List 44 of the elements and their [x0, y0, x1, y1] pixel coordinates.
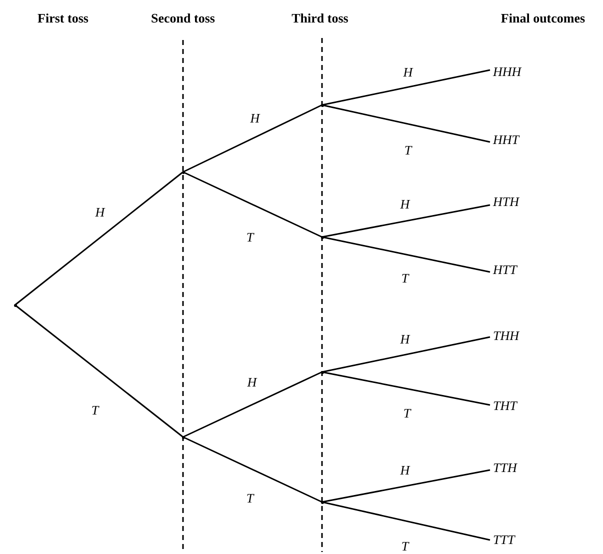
outcome-label: HTH [493, 195, 520, 208]
outcome-label: THH [493, 329, 520, 342]
branch-point [14, 304, 16, 306]
branch-line [322, 236, 490, 273]
branch-point [182, 170, 184, 174]
branch-point [320, 104, 324, 106]
branch-line [322, 104, 490, 143]
branch-line [322, 501, 490, 541]
edge-label: H [400, 198, 410, 210]
branch-line [322, 469, 490, 503]
outcome-label: HHT [493, 133, 520, 146]
branch-line [182, 436, 322, 503]
edge-label: H [403, 66, 413, 78]
edge-label: H [400, 464, 410, 476]
edge-label: H [250, 112, 260, 124]
branch-line [14, 304, 184, 438]
edge-label: T [246, 492, 254, 504]
outcome-label: TTH [493, 461, 517, 474]
outcome-label: HHH [493, 65, 522, 78]
edge-label: T [404, 144, 412, 156]
branch-line [322, 336, 490, 373]
branch-line [182, 371, 322, 438]
column-heading: Third toss [292, 12, 348, 24]
branch-point [320, 500, 324, 504]
edge-label: T [403, 406, 411, 420]
branch-line [182, 171, 322, 238]
outcome-label: TTT [493, 533, 515, 546]
edge-label: H [95, 206, 105, 218]
branch-line [322, 204, 490, 238]
edge-label: H [400, 332, 410, 346]
outcome-label: HTT [493, 263, 517, 276]
column-heading: Second toss [151, 12, 215, 24]
branch-line [322, 69, 490, 106]
edge-label: T [91, 404, 99, 416]
edge-label: H [247, 376, 257, 388]
column-heading: First toss [38, 12, 88, 24]
column-heading: Final outcomes [500, 12, 586, 24]
outcome-label: THT [493, 399, 517, 412]
edge-label: T [401, 540, 409, 552]
branch-line [322, 371, 490, 406]
branch-line [182, 104, 322, 173]
branch-line [14, 171, 184, 306]
edge-label: T [246, 230, 254, 244]
edge-label: T [401, 272, 409, 284]
